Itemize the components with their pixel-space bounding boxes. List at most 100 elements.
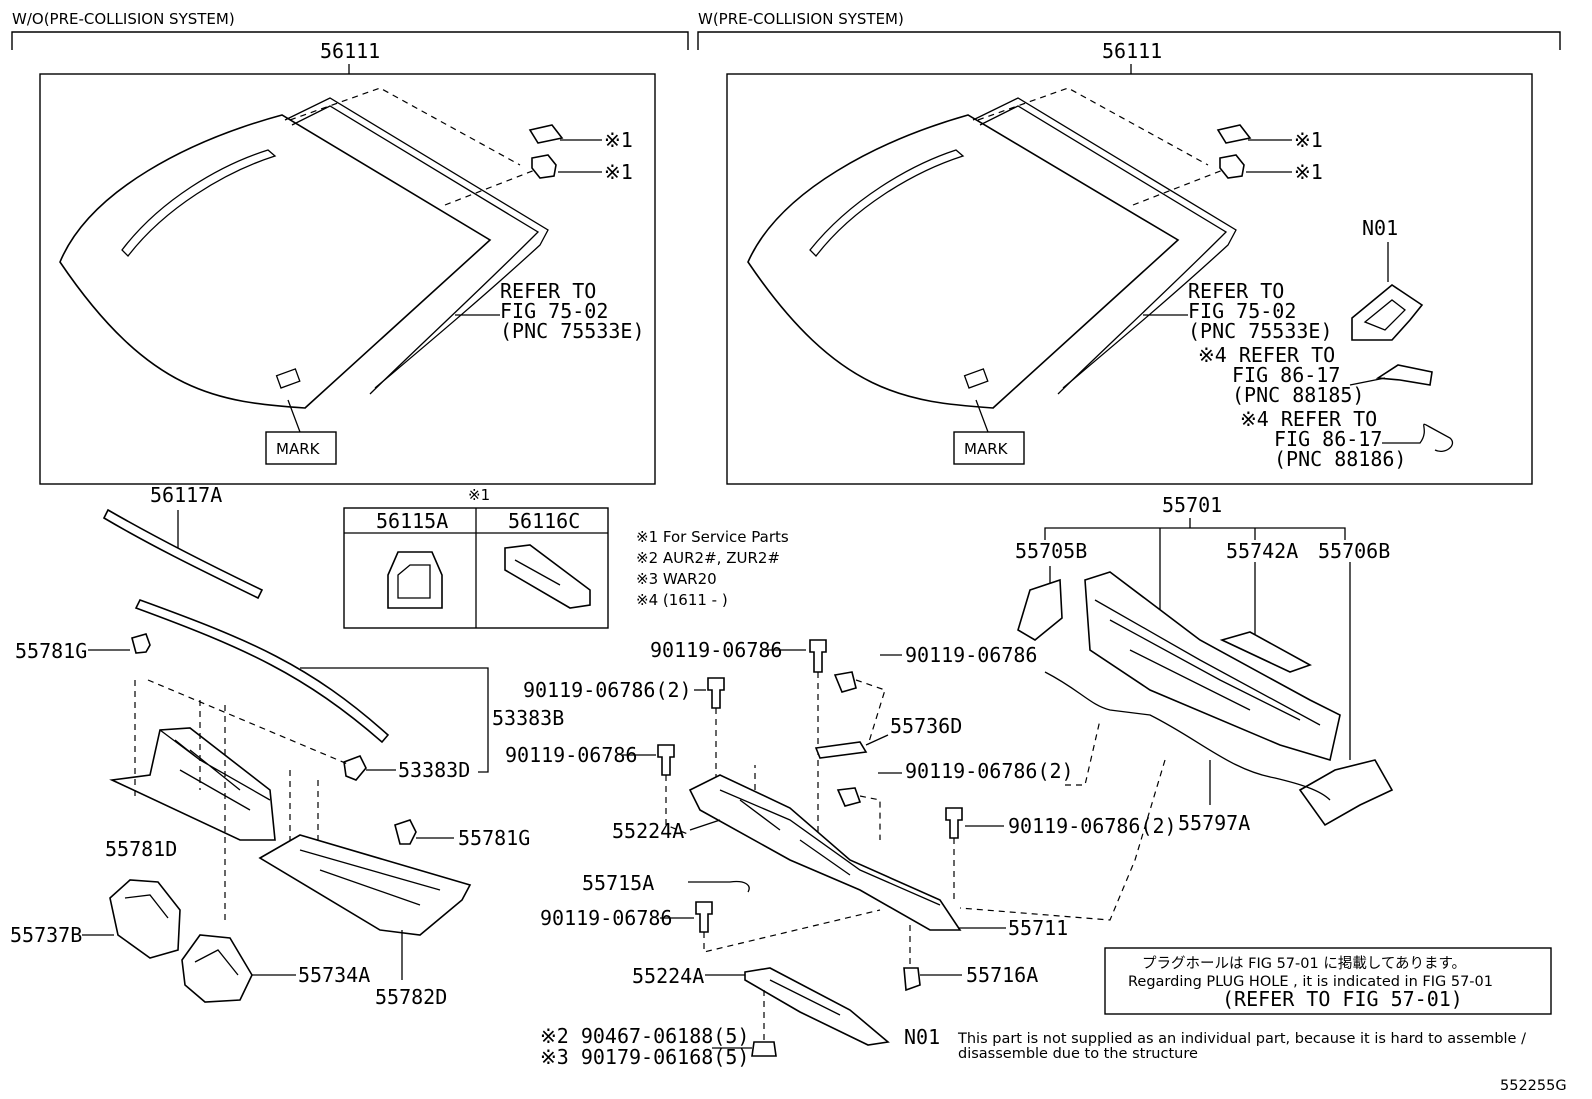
clip-53383D bbox=[343, 754, 367, 781]
spacer-56116C bbox=[504, 544, 591, 609]
note1-clip-b-right: ※1 bbox=[1294, 160, 1323, 184]
seal-55797A bbox=[1044, 671, 1331, 801]
label-90119-2-a: 90119-06786(2) bbox=[523, 678, 692, 702]
cowl-top-assembly bbox=[1084, 571, 1341, 762]
refer-75-left-l1: REFER TO bbox=[500, 279, 596, 303]
label-56117A: 56117A bbox=[150, 483, 222, 507]
windshield-glass-left bbox=[59, 97, 549, 409]
bolt-90119-b bbox=[833, 671, 857, 693]
label-55736D: 55736D bbox=[890, 714, 962, 738]
label-53383B: 53383B bbox=[492, 706, 564, 730]
legend-3: ※3 WAR20 bbox=[636, 570, 717, 588]
molding-53383B bbox=[134, 599, 390, 744]
mark-label-left: MARK bbox=[276, 440, 321, 458]
refer-75-left-l2: FIG 75-02 bbox=[500, 299, 608, 323]
plug-hole-line2: Regarding PLUG HOLE , it is indicated in… bbox=[1128, 974, 1493, 990]
weatherstrip-56117A bbox=[102, 508, 264, 600]
refer-86-88185-l1: ※4 REFER TO bbox=[1198, 343, 1335, 367]
bracket-55736D bbox=[814, 741, 868, 759]
label-n01: N01 bbox=[1362, 216, 1398, 240]
label-55715A: 55715A bbox=[582, 871, 654, 895]
label-55711: 55711 bbox=[1008, 916, 1068, 940]
note1-service-box: ※1 bbox=[468, 486, 490, 504]
label-55224A-top: 55224A bbox=[612, 819, 684, 843]
legend-4: ※4 (1611 - ) bbox=[636, 591, 728, 609]
label-56116C: 56116C bbox=[508, 509, 580, 533]
windshield-frame-right bbox=[726, 73, 1533, 485]
label-90179: ※3 90179-06168(5) bbox=[540, 1045, 749, 1069]
mark-box-right bbox=[953, 431, 1025, 465]
label-55742A: 55742A bbox=[1226, 539, 1298, 563]
bolt-90119-c bbox=[657, 744, 675, 776]
label-55781G-top: 55781G bbox=[15, 639, 87, 663]
label-56111-right: 56111 bbox=[1102, 39, 1162, 63]
label-55737B: 55737B bbox=[10, 923, 82, 947]
note1-clip-a-left: ※1 bbox=[604, 128, 633, 152]
cowl-louver-55781D bbox=[109, 727, 276, 841]
refer-75-right-l3: (PNC 75533E) bbox=[1188, 319, 1333, 343]
refer-75-right-l1: REFER TO bbox=[1188, 279, 1284, 303]
refer-86-88186-l1: ※4 REFER TO bbox=[1240, 407, 1377, 431]
left-section-header: W/O(PRE-COLLISION SYSTEM) bbox=[12, 10, 235, 28]
label-90119-c: 90119-06786 bbox=[505, 743, 637, 767]
n01-note-line2: disassemble due to the structure bbox=[958, 1046, 1198, 1062]
camera-bracket bbox=[1351, 284, 1424, 341]
plug-hole-box bbox=[1104, 947, 1552, 1015]
label-55706B: 55706B bbox=[1318, 539, 1390, 563]
refer-75-left-l3: (PNC 75533E) bbox=[500, 319, 645, 343]
wire-55715A bbox=[688, 880, 750, 893]
service-clip-top-left bbox=[528, 124, 564, 179]
cowl-louver-55782D bbox=[258, 834, 472, 936]
service-clip-top-right bbox=[1216, 124, 1252, 179]
mark-label-right: MARK bbox=[964, 440, 1009, 458]
camera-cover-88185 bbox=[1375, 364, 1433, 386]
bolt-90119-a bbox=[809, 639, 827, 673]
label-90119-2-b: 90119-06786(2) bbox=[905, 759, 1074, 783]
label-55797A: 55797A bbox=[1178, 811, 1250, 835]
mark-box-left bbox=[265, 431, 337, 465]
label-90467: ※2 90467-06188(5) bbox=[540, 1024, 749, 1048]
bolt-90119-2-c bbox=[945, 807, 963, 839]
cowl-panel-55711 bbox=[688, 774, 962, 931]
label-55716A: 55716A bbox=[966, 963, 1038, 987]
label-55781D: 55781D bbox=[105, 837, 177, 861]
label-90119-2-c: 90119-06786(2) bbox=[1008, 814, 1177, 838]
label-55734A: 55734A bbox=[298, 963, 370, 987]
legend-2: ※2 AUR2#, ZUR2# bbox=[636, 549, 780, 567]
label-55705B: 55705B bbox=[1015, 539, 1087, 563]
label-53383D: 53383D bbox=[398, 758, 470, 782]
refer-75-right-l2: FIG 75-02 bbox=[1188, 299, 1296, 323]
clip-90467-90179 bbox=[751, 1041, 777, 1057]
diagram-id: 552255G bbox=[1500, 1078, 1567, 1094]
left-section-bracket bbox=[11, 31, 689, 50]
plug-hole-line3: (REFER TO FIG 57-01) bbox=[1222, 987, 1463, 1011]
clip-56115A bbox=[387, 551, 443, 609]
seal-55737B bbox=[109, 879, 181, 959]
seal-55734A bbox=[181, 934, 253, 1003]
refer-86-88185-l3: (PNC 88185) bbox=[1232, 383, 1364, 407]
note1-clip-b-left: ※1 bbox=[604, 160, 633, 184]
n01-note-line1: This part is not supplied as an individu… bbox=[957, 1031, 1526, 1047]
clip-55781G-top bbox=[131, 633, 151, 654]
label-55782D: 55782D bbox=[375, 985, 447, 1009]
bolt-90119-2-a bbox=[707, 677, 725, 709]
refer-86-88185-l2: FIG 86-17 bbox=[1232, 363, 1340, 387]
n01-note-tag: N01 bbox=[904, 1025, 940, 1049]
label-55701: 55701 bbox=[1162, 493, 1222, 517]
bolt-90119-d bbox=[695, 901, 713, 933]
bracket-55706B bbox=[1298, 759, 1394, 827]
clip-55781G-bottom bbox=[394, 819, 417, 845]
label-56111-left: 56111 bbox=[320, 39, 380, 63]
note1-clip-a-right: ※1 bbox=[1294, 128, 1323, 152]
refer-86-88186-l2: FIG 86-17 bbox=[1274, 427, 1382, 451]
clip-55716A bbox=[903, 967, 921, 992]
windshield-glass-right bbox=[747, 97, 1237, 409]
right-section-header: W(PRE-COLLISION SYSTEM) bbox=[698, 10, 904, 28]
panel-55224A-bottom bbox=[744, 967, 890, 1046]
label-56115A: 56115A bbox=[376, 509, 448, 533]
right-section-bracket bbox=[697, 31, 1561, 50]
plug-hole-line1: プラグホールは FIG 57-01 に掲載してあります。 bbox=[1142, 955, 1466, 972]
label-90119-a: 90119-06786 bbox=[650, 638, 782, 662]
windshield-frame-left bbox=[39, 73, 656, 485]
